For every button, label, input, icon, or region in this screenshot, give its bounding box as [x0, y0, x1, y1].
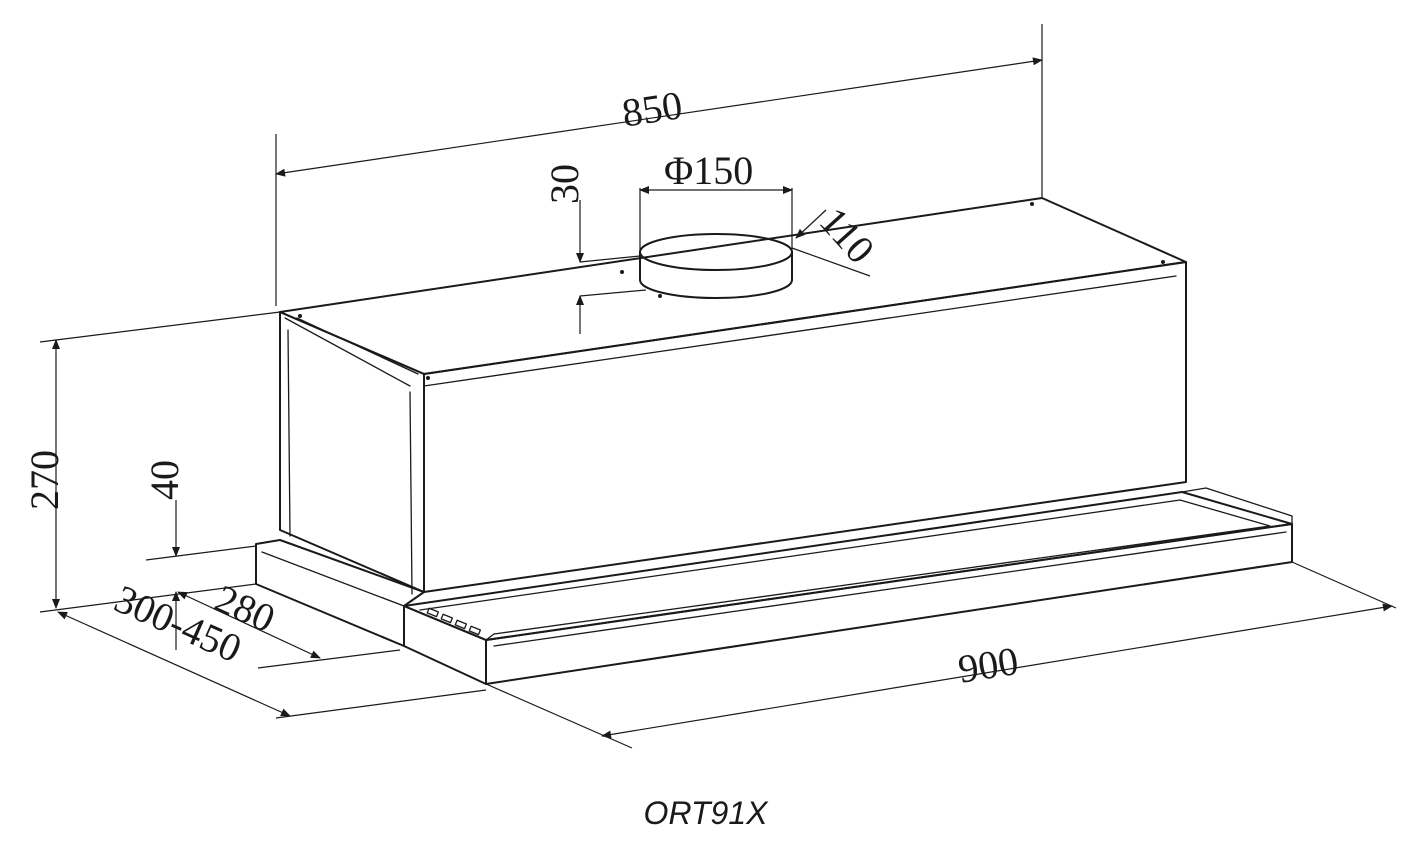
- control-buttons: [426, 607, 482, 636]
- dimension-outlet-height-label: 30: [542, 164, 587, 204]
- dimension-outlet-diameter: Φ150: [639, 148, 793, 252]
- dimension-width-top-label: 850: [619, 82, 685, 135]
- dimension-outlet-height: 30: [542, 164, 647, 334]
- dimension-width-front-label: 900: [955, 638, 1021, 692]
- dimension-height-total: 270: [22, 311, 281, 613]
- dimension-outlet-diameter-label: Φ150: [664, 148, 753, 193]
- exhaust-outlet: [639, 233, 793, 299]
- model-name: ORT91X: [643, 795, 768, 831]
- dimension-width-front: 900: [485, 561, 1397, 749]
- dimension-outlet-offset-label: 110: [811, 198, 884, 272]
- dimension-height-total-label: 270: [22, 450, 67, 510]
- hood-body: [279, 197, 1187, 595]
- dimension-visor-height-label: 40: [142, 460, 187, 500]
- dimension-outlet-offset: 110: [791, 198, 884, 277]
- dimension-width-top: 850: [275, 24, 1043, 306]
